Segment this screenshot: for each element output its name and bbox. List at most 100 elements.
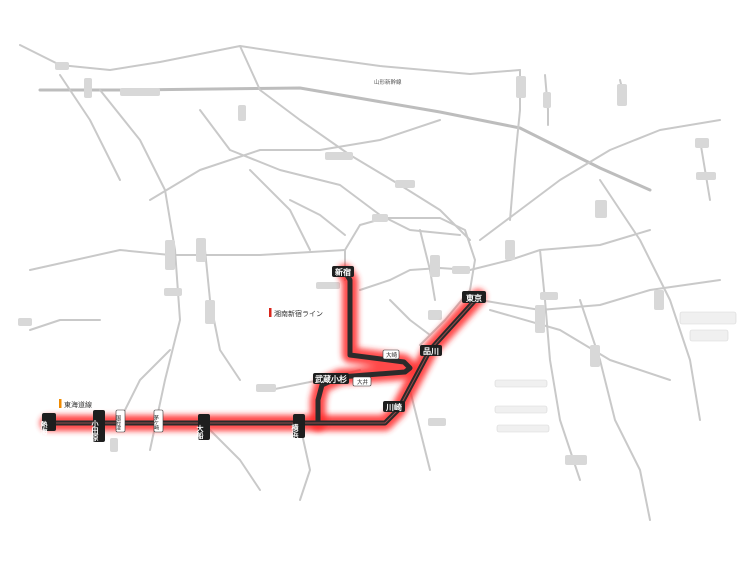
- station-marker: [516, 76, 526, 98]
- station-box: [462, 291, 486, 303]
- station-marker: [696, 172, 716, 180]
- station-yokohama[interactable]: 横浜: [291, 414, 305, 439]
- station-marker: [428, 418, 446, 426]
- station-label: 品川: [423, 347, 439, 356]
- station-kawasaki[interactable]: 川崎: [383, 401, 405, 412]
- shinkansen-label: 山形新幹線: [374, 78, 402, 86]
- station-marker: [617, 84, 627, 106]
- station-marker: [595, 200, 607, 218]
- pill-marker: [494, 379, 548, 388]
- station-label: 武蔵小杉: [315, 374, 347, 384]
- rail-line: [29, 319, 101, 331]
- rail-line: [479, 119, 721, 241]
- station-box: [42, 413, 56, 431]
- station-box: [198, 414, 210, 440]
- station-atami[interactable]: 熱海: [40, 413, 56, 436]
- station-oimachi[interactable]: 大井: [352, 376, 372, 387]
- legend-tokaido-line: 東海道線: [59, 399, 92, 409]
- station-marker: [84, 78, 92, 98]
- station-odawara[interactable]: 小田原: [91, 410, 105, 442]
- rail-line: [539, 249, 581, 481]
- station-marker: [565, 455, 587, 465]
- station-marker: [165, 240, 175, 270]
- station-label: 東京: [466, 293, 482, 303]
- station-marker: [590, 345, 600, 367]
- station-kozu[interactable]: 国府津: [115, 409, 126, 433]
- legend-color-swatch: [59, 399, 62, 408]
- station-marker: [428, 310, 442, 320]
- background-station-markers: [18, 62, 716, 465]
- station-box: [153, 409, 164, 433]
- rail-line: [249, 169, 311, 251]
- station-marker: [535, 305, 545, 333]
- station-marker: [18, 318, 32, 326]
- rail-line: [389, 299, 431, 336]
- route-line-shinjuku-branch: [315, 269, 413, 426]
- station-box: [93, 410, 105, 442]
- legend-label: 湘南新宿ライン: [274, 309, 323, 318]
- station-shinagawa[interactable]: 品川: [420, 345, 442, 356]
- station-ofuna[interactable]: 大船: [196, 414, 210, 440]
- station-marker: [540, 292, 558, 300]
- station-marker: [372, 214, 388, 222]
- station-label: 新宿: [335, 267, 351, 277]
- station-label: 国府津: [115, 415, 121, 431]
- station-label: 熱海: [40, 420, 48, 436]
- station-box: [115, 409, 126, 433]
- station-marker: [55, 62, 69, 70]
- station-marker: [164, 288, 182, 296]
- station-marker: [654, 290, 664, 310]
- rail-line: [699, 139, 711, 201]
- station-marker: [238, 105, 246, 121]
- station-label: 大崎: [386, 351, 398, 359]
- station-marker: [452, 266, 470, 274]
- rail-line: [149, 119, 441, 201]
- rail-line: [359, 267, 471, 291]
- station-label: 大井: [357, 378, 369, 386]
- rail-line: [409, 389, 431, 471]
- station-marker: [196, 238, 206, 262]
- rail-line: [479, 279, 721, 311]
- rail-line: [59, 74, 121, 181]
- station-label: 横浜: [291, 423, 299, 439]
- station-box: [383, 401, 405, 412]
- legend-label: 東海道線: [64, 400, 92, 409]
- station-osaki[interactable]: 大崎: [382, 349, 400, 360]
- station-marker: [505, 240, 515, 260]
- rail-line: [289, 199, 346, 236]
- rail-line: [579, 299, 651, 521]
- station-tokyo[interactable]: 東京: [462, 291, 486, 303]
- station-label: 小田原: [91, 419, 100, 442]
- station-label: 茅ケ崎: [153, 414, 159, 431]
- rail-line: [119, 349, 171, 421]
- station-box: [382, 349, 400, 360]
- rail-line: [469, 229, 651, 271]
- station-box: [313, 373, 349, 384]
- station-box: [420, 345, 442, 356]
- station-marker: [256, 384, 276, 392]
- station-box: [293, 414, 305, 438]
- station-musashikosugi[interactable]: 武蔵小杉: [313, 373, 349, 384]
- rail-line: [204, 249, 241, 381]
- rail-line: [19, 44, 521, 75]
- station-marker: [316, 282, 340, 289]
- rail-line: [489, 309, 671, 381]
- rail-line: [299, 424, 311, 501]
- background-pill-labels: [494, 311, 737, 433]
- legend-color-swatch: [269, 308, 272, 317]
- background-rail-network: [19, 44, 721, 521]
- rail-line: [199, 109, 461, 236]
- rail-line: [29, 249, 171, 271]
- station-label: 大船: [196, 424, 204, 440]
- station-chigasaki[interactable]: 茅ケ崎: [153, 409, 164, 433]
- pill-marker: [496, 424, 550, 433]
- station-box: [332, 266, 354, 277]
- station-marker: [325, 152, 353, 160]
- rail-line: [38, 86, 652, 192]
- pill-marker: [494, 405, 548, 414]
- rail-line: [199, 419, 261, 491]
- station-marker: [395, 180, 415, 188]
- station-shinjuku[interactable]: 新宿: [332, 266, 354, 277]
- rail-line: [599, 179, 701, 421]
